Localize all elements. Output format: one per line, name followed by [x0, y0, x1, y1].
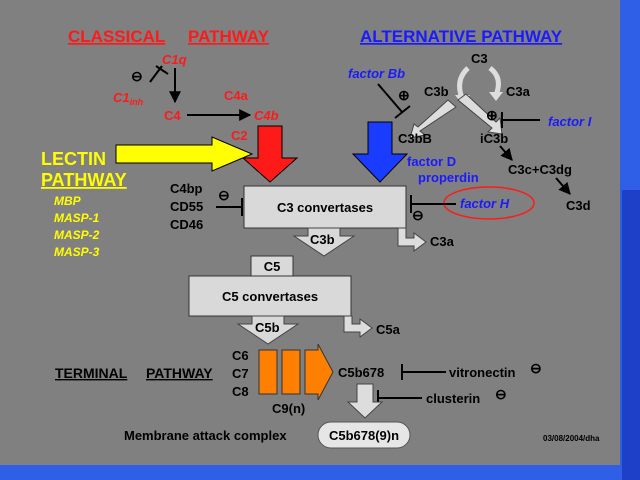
arrow-c3-convertases-down	[292, 227, 356, 257]
label-c4a: C4a	[224, 88, 249, 103]
label-c4: C4	[164, 108, 181, 123]
arrow-c3dg-c3d	[555, 177, 571, 195]
label-ic3b: iC3b	[480, 131, 508, 146]
terminal-header-word2: PATHWAY	[146, 365, 213, 381]
label-c1q: C1q	[162, 52, 187, 67]
frame-side-strip	[622, 190, 640, 480]
regulator-c4bp: C4bp	[170, 181, 203, 196]
terminal-block-2	[281, 349, 301, 395]
terminal-header-word1: TERMINAL	[55, 365, 128, 381]
terminal-block-arrow	[304, 343, 334, 401]
label-factor-h: factor H	[460, 196, 510, 211]
arrow-c3b-to-c3bb	[409, 99, 457, 139]
arrow-c5b678-mac	[346, 383, 384, 419]
label-c3a-alt: C3a	[506, 84, 531, 99]
label-c2: C2	[231, 128, 248, 143]
label-c5b: C5b	[255, 320, 280, 335]
label-factor-i: factor I	[548, 114, 592, 129]
alternative-big-arrow	[351, 121, 409, 183]
regulator-cd46: CD46	[170, 217, 203, 232]
terminal-c6: C6	[232, 348, 249, 363]
mac-formula-pill	[317, 421, 411, 449]
label-c3: C3	[471, 51, 488, 66]
vitronectin-minus-sign: ⊖	[530, 360, 542, 376]
classical-header-word2: PATHWAY	[188, 27, 270, 46]
label-vitronectin: vitronectin	[449, 365, 516, 380]
lectin-big-arrow	[115, 136, 254, 172]
label-c3d: C3d	[566, 198, 591, 213]
label-c3c-c3dg: C3c+C3dg	[508, 162, 572, 177]
factor-i-plus-sign: ⊕	[486, 107, 498, 123]
label-properdin: properdin	[418, 170, 479, 185]
arrow-c3a-out	[397, 227, 427, 252]
label-c5b678: C5b678	[338, 365, 384, 380]
classical-header-word1: CLASSICAL	[68, 27, 165, 46]
classical-big-arrow	[241, 125, 299, 183]
label-c3bb: C3bB	[398, 131, 432, 146]
arrow-c5-convertases-down	[236, 315, 300, 345]
left-regulators-minus-sign: ⊖	[218, 187, 230, 203]
label-c3a-product: C3a	[430, 234, 455, 249]
label-c3b-alt: C3b	[424, 84, 449, 99]
label-factor-bb: factor Bb	[348, 66, 405, 81]
lectin-item-masp2: MASP-2	[54, 228, 100, 242]
inhibit-line-factor-bb	[377, 83, 403, 113]
label-c5a: C5a	[376, 322, 401, 337]
clusterin-minus-sign: ⊖	[495, 386, 507, 402]
terminal-c7: C7	[232, 366, 249, 381]
lectin-header-line1: LECTIN	[41, 149, 106, 169]
label-c4b: C4b	[254, 108, 279, 123]
arrow-ic3b-c3c	[499, 145, 513, 161]
footer-date: 03/08/2004/dha	[543, 434, 600, 443]
curved-arrow-c3-right-head	[489, 92, 503, 101]
label-mac-formula: C5b678(9)n	[329, 428, 399, 443]
label-clusterin: clusterin	[426, 391, 480, 406]
lectin-header-line2: PATHWAY	[41, 170, 127, 190]
c5-convertases-box	[188, 275, 352, 317]
label-c3b-product: C3b	[310, 232, 335, 247]
factor-bb-plus-sign: ⊕	[398, 87, 410, 103]
terminal-block-1	[258, 349, 278, 395]
regulator-cd55: CD55	[170, 199, 203, 214]
inhibit-bar-c1inh	[155, 65, 169, 75]
c5-convertases-label: C5 convertases	[222, 289, 318, 304]
c1inh-minus-sign: ⊖	[131, 68, 143, 84]
label-c1inh: C1inh	[113, 90, 144, 107]
c3-convertases-label: C3 convertases	[277, 200, 373, 215]
inhibit-bar-factor-bb	[394, 105, 411, 119]
label-c9n: C9(n)	[272, 401, 305, 416]
lectin-item-masp3: MASP-3	[54, 245, 100, 259]
label-factor-d: factor D	[407, 154, 456, 169]
lectin-item-masp1: MASP-1	[54, 211, 100, 225]
c5-label: C5	[264, 259, 281, 274]
lectin-item-mbp: MBP	[54, 194, 82, 208]
alternative-header: ALTERNATIVE PATHWAY	[360, 27, 563, 46]
arrow-c5a-out	[343, 315, 373, 338]
label-mac: Membrane attack complex	[124, 428, 287, 443]
terminal-c8: C8	[232, 384, 249, 399]
c3-convertases-box	[243, 185, 407, 229]
factor-h-minus-sign: ⊖	[412, 207, 424, 223]
